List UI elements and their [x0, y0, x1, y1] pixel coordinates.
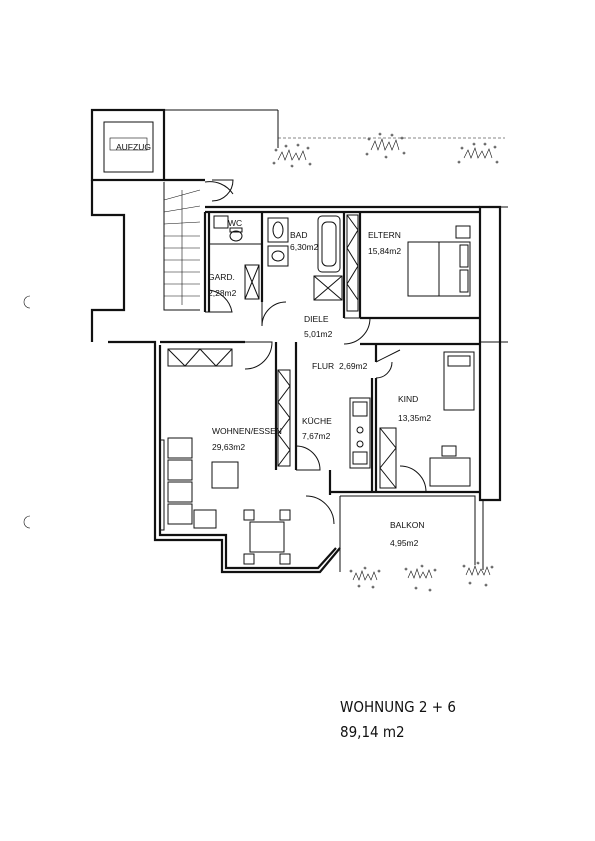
label-wohnen-name: WOHNEN/ESSEN [212, 426, 282, 436]
label-aufzug: AUFZUG [116, 142, 151, 152]
label-balkon-area: 4,95m2 [390, 538, 419, 548]
staircase [90, 178, 234, 342]
label-wohnen-area: 29,63m2 [212, 442, 245, 452]
doors [205, 179, 427, 525]
label-bad-name: BAD [290, 230, 307, 240]
elevator-shaft [90, 108, 166, 182]
label-kind-name: KIND [398, 394, 418, 404]
label-flur-name: FLUR [312, 361, 334, 371]
label-kueche-name: KÜCHE [302, 416, 332, 426]
unit-total-area: 89,14 m2 [340, 723, 405, 741]
unit-caption: WOHNUNG 2 + 6 89,14 m2 [340, 698, 456, 741]
walls [108, 205, 508, 574]
label-diele-name: DIELE [304, 314, 329, 324]
label-kueche-area: 7,67m2 [302, 431, 331, 441]
windows [159, 214, 397, 531]
label-eltern-area: 15,84m2 [368, 246, 401, 256]
bathroom-fixtures [213, 215, 343, 301]
unit-title: WOHNUNG 2 + 6 [340, 698, 456, 716]
label-bad-area: 6,30m2 [290, 242, 319, 252]
label-kind-area: 13,35m2 [398, 413, 431, 423]
label-diele-area: 5,01m2 [304, 329, 333, 339]
label-gard-area: 2,28m2 [208, 288, 237, 298]
label-flur-area: 2,69m2 [339, 361, 368, 371]
punch-holes [23, 295, 31, 529]
furniture-kitchen [349, 397, 371, 469]
furniture-bedroom [407, 225, 475, 487]
label-gard-name: GARD. [208, 272, 235, 282]
vegetation [272, 132, 499, 592]
room-labels: AUFZUG WC BAD 6,30m2 ELTERN 15,84m2 GARD… [116, 142, 431, 548]
label-eltern-name: ELTERN [368, 230, 401, 240]
label-balkon-name: BALKON [390, 520, 425, 530]
site-lines [163, 109, 505, 148]
furniture-living [167, 437, 291, 565]
label-wc: WC [228, 218, 242, 228]
